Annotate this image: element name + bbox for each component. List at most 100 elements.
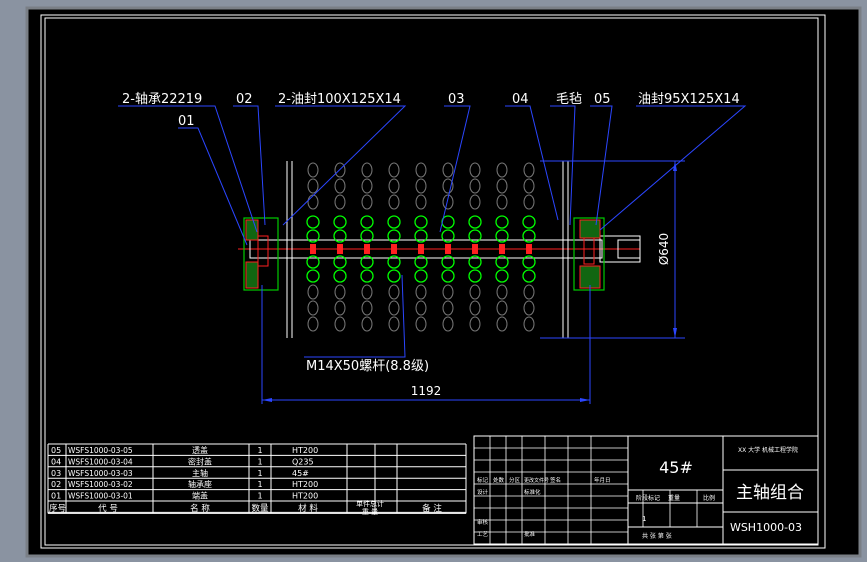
hammer-ring bbox=[496, 316, 508, 332]
hammer-ring bbox=[523, 162, 535, 178]
hammer-ring bbox=[361, 194, 373, 210]
hammer-ring bbox=[442, 316, 454, 332]
bom-row-material: Q235 bbox=[292, 457, 314, 466]
bom-row-qty: 1 bbox=[257, 480, 262, 489]
hammer-ring bbox=[334, 178, 346, 194]
bom-row-material: HT200 bbox=[292, 492, 318, 501]
hammer-ring bbox=[334, 316, 346, 332]
tb-label-approve: 批准 bbox=[524, 530, 536, 538]
hub-bolt bbox=[337, 244, 343, 254]
bom-row-qty: 1 bbox=[257, 492, 262, 501]
tb-label-design: 设计 bbox=[477, 488, 489, 496]
callout-seal-right: 油封95X125X14 bbox=[638, 92, 740, 107]
hammer-ring bbox=[496, 300, 508, 316]
tb-company: XX 大学 机械工程学院 bbox=[738, 446, 798, 454]
callout-bearing: 2-轴承22219 bbox=[122, 92, 202, 107]
hammer-pin bbox=[306, 229, 320, 243]
hammer-ring bbox=[388, 316, 400, 332]
bom-row-code: WSFS1000-03-01 bbox=[68, 492, 133, 501]
bom-row-no: 05 bbox=[51, 446, 61, 455]
hammer-pin bbox=[468, 229, 482, 243]
bom-row-name: 轴承座 bbox=[188, 479, 212, 489]
bom-row-qty: 1 bbox=[257, 457, 262, 466]
hammer-pin bbox=[522, 269, 536, 283]
hammer-ring bbox=[307, 178, 319, 194]
hammer-pin bbox=[441, 269, 455, 283]
hammer-pin bbox=[441, 229, 455, 243]
hammer-pin bbox=[387, 255, 401, 269]
hammer-pin bbox=[495, 255, 509, 269]
bom-row-material: HT200 bbox=[292, 446, 318, 455]
hammer-pin bbox=[333, 269, 347, 283]
hammer-ring bbox=[469, 178, 481, 194]
hub-bolt bbox=[472, 244, 478, 254]
hammer-ring bbox=[361, 162, 373, 178]
hammer-ring bbox=[388, 162, 400, 178]
tb-label-mark: 标记 bbox=[477, 476, 489, 484]
hammer-ring bbox=[523, 316, 535, 332]
hammer-ring bbox=[496, 178, 508, 194]
hammer-pin bbox=[360, 255, 374, 269]
hammer-pin bbox=[468, 269, 482, 283]
hammer-ring bbox=[469, 284, 481, 300]
diameter-dimension: Ø640 bbox=[540, 160, 685, 339]
hammer-pin bbox=[306, 269, 320, 283]
hammer-pin bbox=[522, 255, 536, 269]
tb-sheet-count: 1 bbox=[642, 515, 646, 523]
bom-row-code: WSFS1000-03-04 bbox=[68, 457, 133, 466]
hammer-ring bbox=[334, 194, 346, 210]
hammer-pin bbox=[387, 269, 401, 283]
right-seal-top bbox=[579, 219, 601, 239]
tb-label-sign: 签名 bbox=[550, 476, 561, 484]
title-block: 45#XX 大学 机械工程学院主轴组合WSH1000-031阶段标记重量比例共 … bbox=[473, 435, 819, 545]
right-seal-bottom bbox=[579, 265, 601, 289]
hammer-ring bbox=[415, 300, 427, 316]
bom-row-no: 01 bbox=[51, 492, 61, 501]
drawing-sheet bbox=[25, 6, 862, 558]
hammer-pin bbox=[387, 229, 401, 243]
tb-material: 45# bbox=[659, 458, 693, 477]
hammer-pin bbox=[360, 229, 374, 243]
hammer-pin bbox=[387, 215, 401, 229]
bom-row-no: 04 bbox=[51, 457, 61, 466]
hammer-pin bbox=[306, 215, 320, 229]
callout-felt: 毛毡 bbox=[556, 92, 582, 107]
tb-label-process: 工艺 bbox=[477, 531, 489, 538]
hammer-ring bbox=[334, 162, 346, 178]
bom-header-weight-bottom: 重 量 bbox=[362, 508, 378, 516]
hammer-ring bbox=[442, 194, 454, 210]
hammer-ring bbox=[469, 316, 481, 332]
callout-part03: 03 bbox=[448, 92, 465, 107]
hammer-ring bbox=[415, 284, 427, 300]
right-bearing bbox=[583, 237, 595, 265]
hammer-ring bbox=[415, 194, 427, 210]
hammer-ring bbox=[388, 300, 400, 316]
hammer-ring bbox=[496, 162, 508, 178]
hammer-pin bbox=[522, 215, 536, 229]
hammer-pin bbox=[495, 269, 509, 283]
leader-lines bbox=[118, 105, 747, 358]
left-bearing-housing bbox=[243, 217, 279, 291]
hammer-pin bbox=[522, 229, 536, 243]
bom-row-name: 主轴 bbox=[192, 468, 208, 478]
hammer-ring bbox=[361, 300, 373, 316]
inner-frame bbox=[44, 17, 819, 546]
bom-row-code: WSFS1000-03-05 bbox=[68, 446, 133, 455]
tb-label-scale: 比例 bbox=[703, 494, 715, 502]
bom-header-code: 代 号 bbox=[98, 503, 118, 514]
bom-row-name: 透盖 bbox=[192, 445, 208, 455]
bom-row-no: 03 bbox=[51, 469, 61, 478]
hammer-ring bbox=[523, 194, 535, 210]
hammer-ring bbox=[469, 194, 481, 210]
hammer-ring bbox=[388, 194, 400, 210]
hammer-pin bbox=[495, 215, 509, 229]
hammer-ring bbox=[469, 162, 481, 178]
hammer-ring bbox=[496, 194, 508, 210]
callout-part02: 02 bbox=[236, 92, 253, 107]
hammer-pin bbox=[468, 255, 482, 269]
shaft-keyway bbox=[617, 239, 641, 259]
length-value: 1192 bbox=[411, 384, 442, 398]
outer-frame bbox=[40, 14, 826, 549]
bom-header-qty: 数量 bbox=[251, 503, 269, 514]
